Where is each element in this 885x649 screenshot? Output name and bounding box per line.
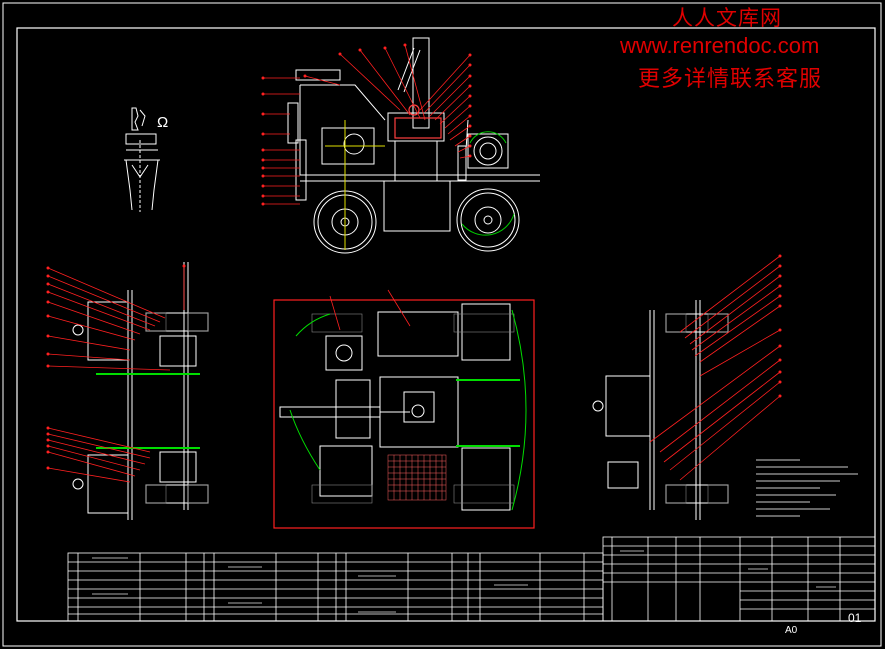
table-text-lines [92, 550, 836, 613]
watermark-url[interactable]: www.renrendoc.com [620, 33, 820, 58]
parts-list-table [67, 552, 604, 622]
title-block [602, 536, 876, 622]
gripper-detail-view [124, 107, 160, 212]
left-side-view [46, 262, 209, 520]
technical-notes [756, 459, 858, 517]
drawing-number: 01 [848, 611, 862, 625]
omega-symbol: Ω [157, 114, 169, 131]
watermark-site-name: 人人文库网 [672, 6, 782, 30]
front-elevation-view [261, 37, 540, 254]
top-plan-view [273, 289, 535, 529]
watermark-contact: 更多详情联系客服 [638, 67, 823, 92]
right-side-view [592, 254, 782, 520]
sheet-size-label: A0 [785, 625, 798, 636]
